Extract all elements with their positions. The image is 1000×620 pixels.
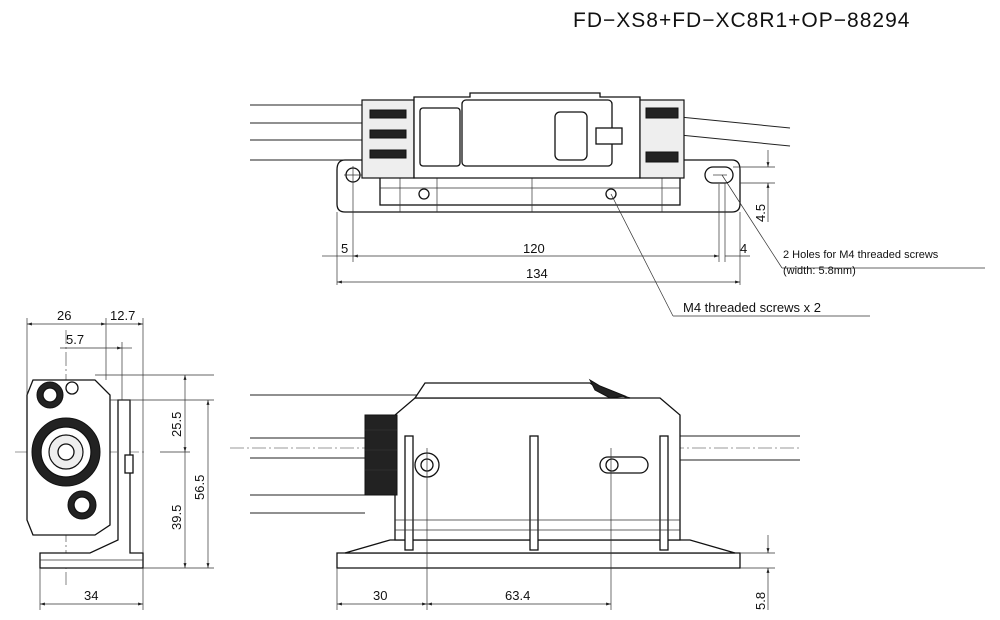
dim-39-5: 39.5 — [169, 505, 184, 530]
front-view: 30 63.4 5.8 — [230, 378, 800, 610]
dim-34: 34 — [84, 588, 98, 603]
dim-25-5: 25.5 — [169, 412, 184, 437]
dim-134: 134 — [526, 266, 548, 281]
dim-4: 4 — [740, 241, 747, 256]
hole-note-line2: (width: 5.8mm) — [783, 265, 856, 277]
hole-note-line1: 2 Holes for M4 threaded screws — [783, 249, 939, 261]
top-view: 5 120 4 134 4.5 2 Holes for M4 threaded … — [250, 92, 985, 317]
front-base-plate — [336, 552, 741, 569]
dim-5-7: 5.7 — [66, 332, 84, 347]
dim-12-7: 12.7 — [110, 308, 135, 323]
dim-26: 26 — [57, 308, 71, 323]
dim-30: 30 — [373, 588, 387, 603]
dim-56-5: 56.5 — [192, 475, 207, 500]
drawing-title: FD−XS8+FD−XC8R1+OP−88294 — [573, 9, 910, 32]
dim-120: 120 — [523, 241, 545, 256]
side-view: 26 12.7 5.7 25.5 39.5 56.5 34 — [15, 308, 214, 610]
dim-5-8: 5.8 — [753, 592, 768, 610]
side-base — [39, 399, 144, 569]
dim-4-5: 4.5 — [753, 204, 768, 222]
screw-note: M4 threaded screws x 2 — [683, 300, 821, 315]
dim-63-4: 63.4 — [505, 588, 530, 603]
dim-5: 5 — [341, 241, 348, 256]
